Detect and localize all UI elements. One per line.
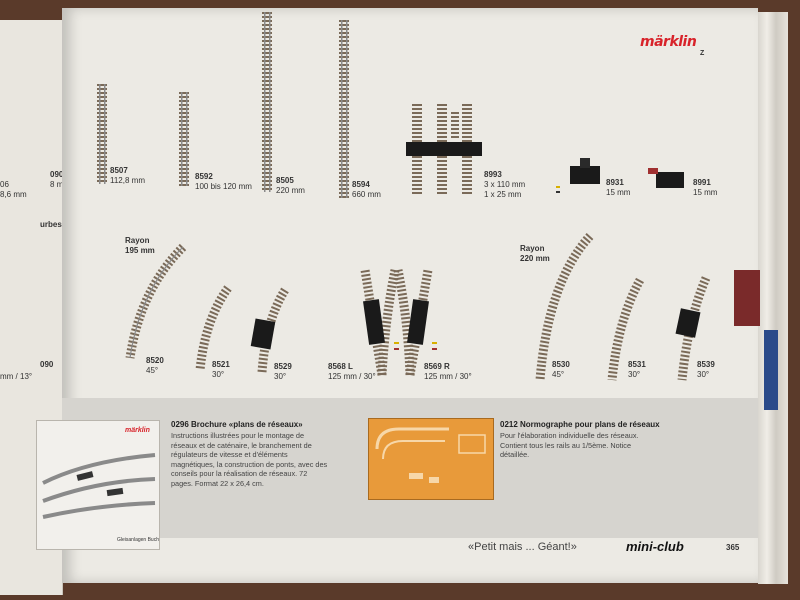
item-label-8569-R: 8569 R 125 mm / 30° <box>424 362 472 381</box>
left-label: 8,6 mm <box>0 190 27 199</box>
normographe-title: 0212 Normographe pour plans de réseaux <box>500 420 660 429</box>
left-label: mm / 13° <box>0 372 33 381</box>
turnout-8569-R <box>393 269 437 376</box>
item-label-8568-L: 8568 L 125 mm / 30° <box>328 362 376 381</box>
straight-track-8592 <box>179 92 189 186</box>
straight-track-8594 <box>339 20 349 198</box>
curved-track-8521 <box>195 285 232 371</box>
item-label-8592: 8592 100 bis 120 mm <box>195 172 252 191</box>
normographe-stencil-drawing <box>375 427 486 483</box>
straight-track-8507 <box>97 84 107 184</box>
curved-track-8530 <box>535 232 594 381</box>
brochure-layout-drawing <box>42 453 156 519</box>
item-label-8539: 8539 30° <box>697 360 715 379</box>
marklin-logo: märklin <box>640 34 697 50</box>
section-tab-red <box>734 270 760 326</box>
item-label-8993: 8993 3 x 110 mm 1 x 25 mm <box>484 170 526 199</box>
radius-195-label: Rayon 195 mm <box>125 236 155 255</box>
normographe-image <box>368 418 494 500</box>
item-label-8529: 8529 30° <box>274 362 292 381</box>
uncoupler-8931 <box>556 158 600 193</box>
brochure-cover-image: märklin Gleisanlagen Buch <box>36 420 160 550</box>
accessory-8991 <box>648 168 684 188</box>
left-label: 090 <box>40 360 54 369</box>
item-label-8991: 8991 15 mm <box>693 178 718 197</box>
scale-label: Z <box>700 50 705 57</box>
brochure-logo: märklin <box>125 427 150 434</box>
item-label-8931: 8931 15 mm <box>606 178 631 197</box>
curved-track-8539 <box>675 276 711 381</box>
straight-track-8505 <box>262 12 272 192</box>
left-label: 8 mm <box>50 180 63 189</box>
brochure-caption: Gleisanlagen Buch <box>117 537 159 543</box>
item-label-8594: 8594 660 mm <box>352 180 381 199</box>
left-label: 06 <box>0 180 9 189</box>
left-page: 06 8,6 mm 090 8 mm urbes mm / 13° 090 <box>0 20 63 595</box>
turnout-8568-L <box>360 269 400 376</box>
radius-220-label: Rayon 220 mm <box>520 244 550 263</box>
mini-club-logo: mini-club <box>626 539 684 554</box>
footer-slogan: «Petit mais ... Géant!» <box>468 541 577 553</box>
section-tab-blue <box>764 330 778 410</box>
item-label-8505: 8505 220 mm <box>276 176 305 195</box>
item-label-8507: 8507 112,8 mm <box>110 166 145 185</box>
left-label: urbes <box>40 220 62 229</box>
left-label: 090 <box>50 170 63 179</box>
curved-track-8529 <box>250 287 289 373</box>
item-label-8520: 8520 45° <box>146 356 164 375</box>
curved-track-8520 <box>125 243 187 359</box>
brochure-title: 0296 Brochure «plans de réseaux» <box>171 420 303 429</box>
item-label-8531: 8531 30° <box>628 360 646 379</box>
item-label-8521: 8521 30° <box>212 360 230 379</box>
track-set-8993 <box>406 104 482 196</box>
page-edge <box>758 12 788 584</box>
item-label-8530: 8530 45° <box>552 360 570 379</box>
curved-track-8531 <box>607 277 644 381</box>
brochure-description: Instructions illustrées pour le montage … <box>171 431 328 488</box>
normographe-description: Pour l'élaboration individuelle des rése… <box>500 431 639 460</box>
page-number: 365 <box>726 543 740 552</box>
